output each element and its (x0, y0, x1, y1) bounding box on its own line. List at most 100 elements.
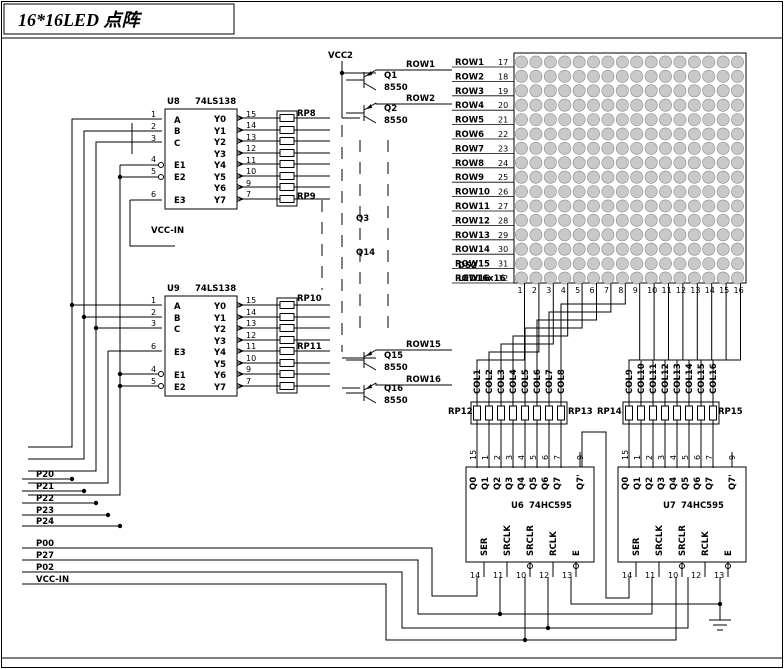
led-dot (687, 213, 701, 227)
col-label: COL9 (625, 369, 635, 394)
rp10-label: RP10 (297, 294, 322, 304)
u7-out-label: Q6 (693, 477, 703, 490)
led-dot (659, 113, 672, 126)
col-resistor (661, 405, 669, 421)
u8-pin-1: 1 (151, 110, 156, 119)
rp14-rp15-frame (622, 401, 720, 425)
u6-out-label: Q5 (529, 477, 539, 490)
led-dot (702, 127, 716, 141)
u6-out-pin: 3 (505, 455, 514, 460)
led-dot (587, 170, 600, 184)
led-dot (716, 127, 730, 141)
led-dot (515, 170, 528, 184)
matrix-row-pin: 25 (498, 173, 508, 182)
led-dot (644, 228, 658, 242)
junction (81, 488, 87, 494)
col-label: COL15 (697, 363, 707, 394)
led-dot (558, 141, 572, 155)
junction (117, 371, 123, 377)
led-dot (601, 156, 615, 170)
led-dot (601, 98, 615, 112)
led-dot (659, 141, 672, 155)
matrix-col-pin: 15 (719, 286, 729, 295)
u9-pin-9: 9 (246, 365, 251, 374)
led-dot (572, 185, 586, 198)
col-resistor (709, 405, 717, 421)
matrix-col-pin: 5 (575, 286, 580, 295)
led-dot (587, 113, 600, 126)
led-dot (558, 55, 572, 69)
led-dot (659, 127, 672, 141)
led-dot (702, 84, 716, 98)
u6-out-pin: 7 (553, 455, 562, 460)
u8-pin-12: 12 (246, 144, 256, 153)
led-dot (673, 170, 687, 184)
resistor (279, 137, 295, 145)
led-dot (716, 199, 730, 213)
u8-out-y6: Y6 (213, 184, 226, 194)
port-p27: P27 (36, 551, 54, 561)
col-resistor (637, 405, 645, 421)
resistor (279, 336, 295, 344)
led-dot (702, 213, 716, 227)
u7-out-pin: 7 (705, 455, 714, 460)
u7-out-pin: 15 (621, 450, 630, 460)
rp12-rp13-frame (470, 401, 568, 425)
bubble (158, 383, 164, 389)
led-dot (716, 84, 730, 98)
led-dot (615, 185, 629, 198)
led-dot (515, 141, 528, 155)
decoder-u9: U9 74LS138 A B C E3 E1 E2 1 2 3 6 4 5 Y0… (151, 284, 256, 397)
led-dot (615, 113, 629, 126)
q2-arrow (366, 104, 372, 109)
led-dot (543, 199, 557, 213)
u6-out-label: Q2 (493, 477, 503, 490)
output-arrow (236, 149, 245, 157)
u7-out-pin: 5 (681, 455, 690, 460)
led-dot (615, 70, 629, 83)
resistor (279, 149, 295, 157)
matrix-row-pin: 27 (498, 202, 508, 211)
u7-part: 74HC595 (681, 501, 724, 511)
u6-in-label: SRCLK (503, 525, 513, 556)
led-dot (644, 113, 658, 126)
led-dot (731, 242, 744, 256)
u7-out-label: Q0 (621, 477, 631, 490)
wire-cascade (581, 431, 630, 599)
col-label: COL13 (673, 363, 683, 394)
led-dot (731, 84, 744, 98)
u8-pin-6: 6 (151, 190, 156, 199)
u9-body (164, 295, 238, 397)
led-dot (543, 185, 557, 198)
col-resistor (649, 405, 657, 421)
led-dot (630, 199, 644, 213)
matrix-col-pin: 2 (532, 286, 537, 295)
led-dot (543, 127, 557, 141)
led-dot (558, 185, 572, 198)
led-dot (572, 199, 586, 213)
resistor (279, 126, 295, 134)
u9-in-c: C (174, 325, 180, 335)
matrix-col-pin: 11 (662, 286, 672, 295)
led-dot (644, 213, 658, 227)
led-dot (673, 70, 687, 83)
led-dot (731, 70, 744, 83)
led-dot (572, 70, 586, 83)
u8-pin-2: 2 (151, 122, 156, 131)
led-dot (687, 113, 701, 126)
led-dot (644, 271, 658, 285)
col-label: COL10 (637, 363, 647, 394)
led-dot (601, 70, 615, 83)
port-junctions (69, 476, 723, 643)
resistor (279, 195, 295, 203)
led-dot (659, 242, 672, 256)
u6-in-pin: 10 (516, 571, 526, 580)
output-arrow (236, 382, 245, 390)
led-dot (673, 185, 687, 198)
junction (105, 512, 111, 518)
u9-pin-4: 4 (151, 365, 156, 374)
resistor (279, 183, 295, 191)
col-label: COL6 (533, 369, 543, 394)
